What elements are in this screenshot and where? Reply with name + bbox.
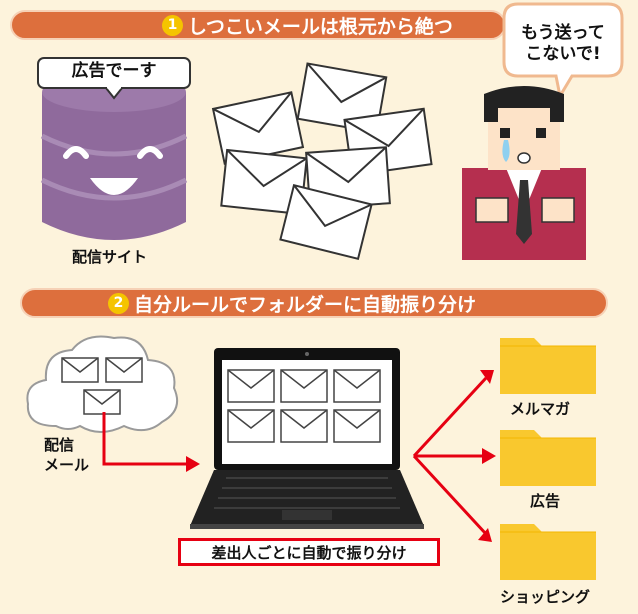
arrow-to-laptop — [102, 412, 188, 466]
envelope-icon — [280, 369, 328, 403]
envelope-icon — [333, 409, 381, 443]
cloud-label-2: メール — [44, 456, 90, 474]
folder-icon — [500, 338, 596, 394]
speech-bubble — [502, 2, 624, 100]
section1-number: 1 — [162, 14, 183, 36]
arrow-to-folder-3 — [412, 454, 488, 536]
laptop-screen-envelopes — [227, 369, 381, 443]
envelope-icon — [296, 62, 388, 134]
envelope-pile — [211, 62, 433, 261]
folder-icon — [500, 430, 596, 486]
laptop-caption-box: 差出人ごとに自動で振り分け — [178, 538, 440, 566]
server-label: 配信サイト — [72, 248, 148, 266]
envelope-icon — [61, 357, 99, 383]
envelope-icon — [83, 389, 121, 415]
folder-icon — [500, 524, 596, 580]
section2-banner: 2 自分ルールでフォルダーに自動振り分け — [20, 288, 608, 318]
envelope-icon — [279, 183, 373, 261]
section1-title: しつこいメールは根元から絶つ — [188, 15, 453, 38]
speech-bubble-text-2: こないで! — [525, 44, 601, 64]
envelope-icon — [211, 91, 305, 165]
envelope-icon — [220, 148, 308, 216]
folder-label-2: 広告 — [530, 492, 561, 510]
envelope-icon — [105, 357, 143, 383]
section2-title: 自分ルールでフォルダーに自動振り分け — [134, 293, 477, 316]
server-sign-text: 広告でーす — [71, 61, 157, 81]
envelope-icon — [333, 369, 381, 403]
speech-bubble-text-1: もう送って — [521, 23, 605, 43]
envelope-icon — [280, 409, 328, 443]
section2-number: 2 — [108, 292, 129, 314]
arrow-to-folder-1 — [412, 376, 488, 458]
server-sign — [37, 57, 191, 100]
section1-banner: 1 しつこいメールは根元から絶つ — [10, 10, 506, 40]
folder-label-3: ショッピング — [500, 588, 591, 606]
laptop-caption: 差出人ごとに自動で振り分け — [211, 543, 407, 562]
envelope-icon — [227, 369, 275, 403]
crying-man-icon — [462, 86, 586, 260]
cloud-label-1: 配信 — [44, 436, 75, 454]
envelope-icon — [227, 409, 275, 443]
mail-cloud — [26, 335, 178, 433]
folder-label-1: メルマガ — [510, 400, 571, 418]
